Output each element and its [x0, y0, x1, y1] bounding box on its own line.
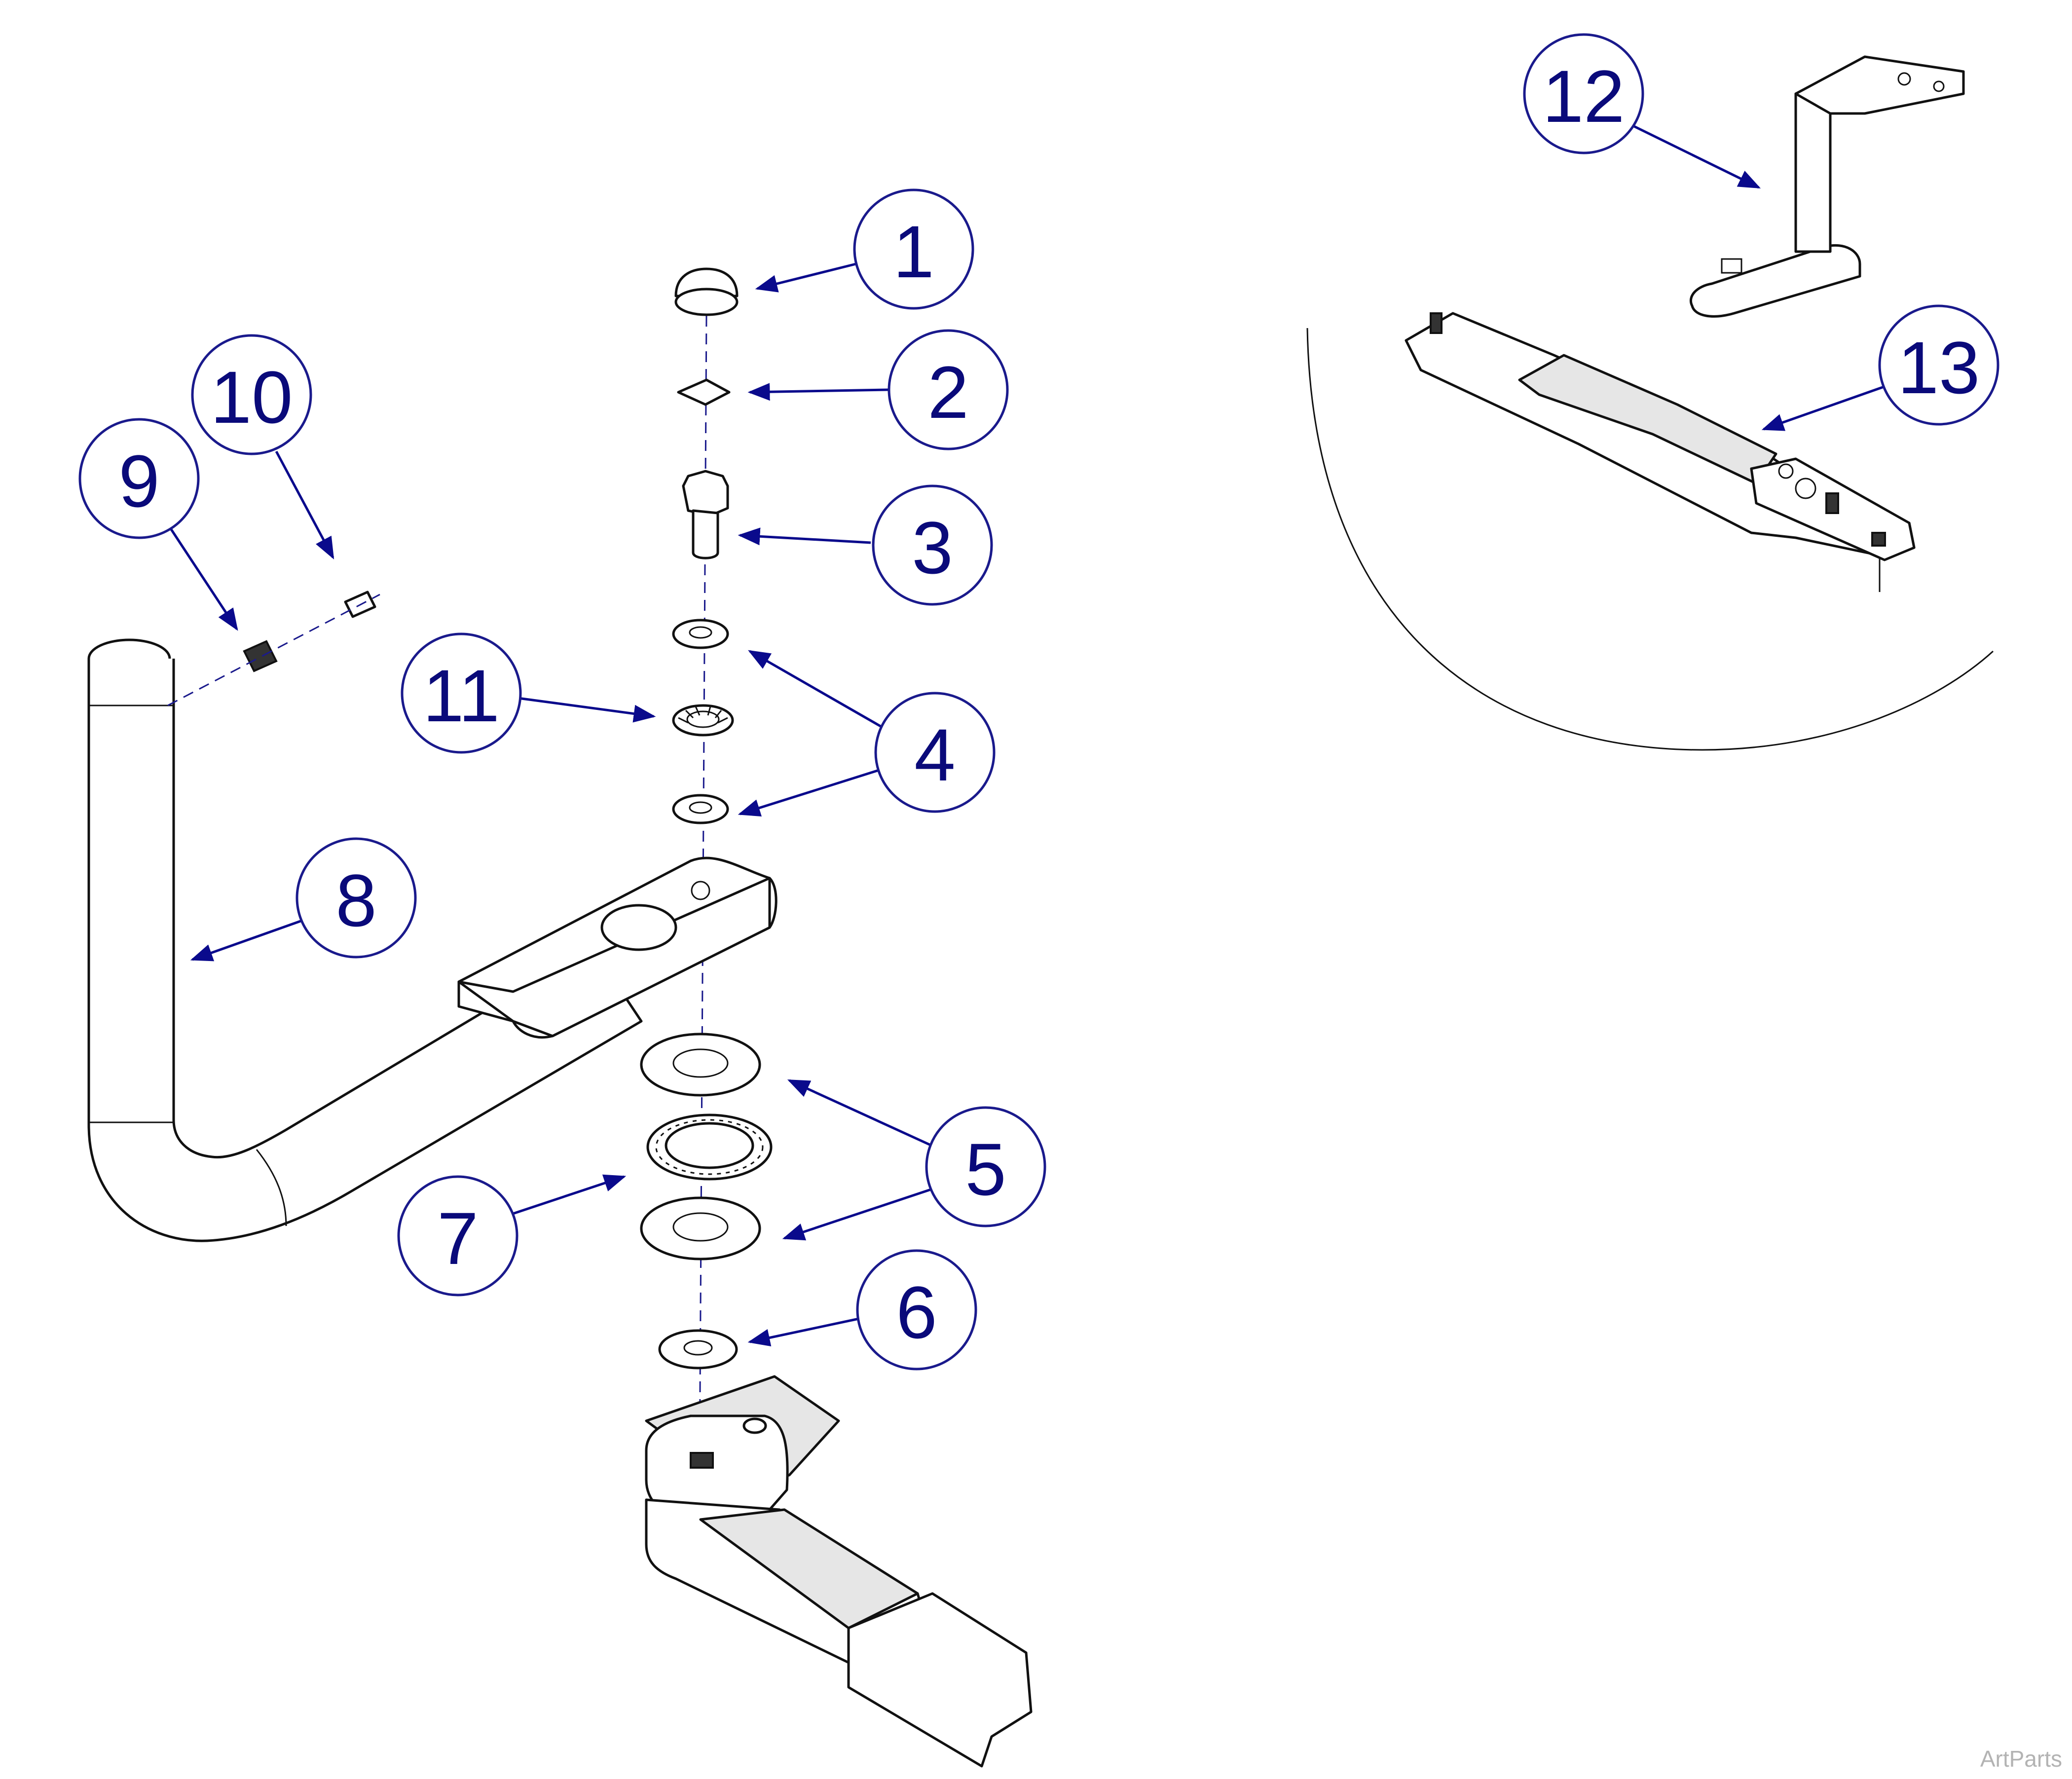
svg-text:7: 7 [437, 1197, 478, 1280]
callout-9: 9 [78, 418, 200, 539]
svg-text:13: 13 [1898, 326, 1980, 409]
star-washer-11 [672, 704, 734, 737]
svg-text:4: 4 [914, 713, 955, 796]
svg-text:10: 10 [211, 356, 293, 439]
callout-3: 3 [872, 484, 993, 606]
thrust-washer-bottom [640, 1196, 761, 1260]
callout-7: 7 [397, 1175, 518, 1297]
callouts: 1 2 3 4 5 6 7 8 9 10 11 [78, 33, 1999, 1371]
thrust-washer-top [640, 1033, 761, 1097]
lower-arm [645, 1375, 1033, 1768]
set-screw-9 [243, 640, 278, 672]
watermark: ArtParts [1980, 1746, 2062, 1772]
inset-arc [1306, 328, 1994, 751]
exploded-stack [87, 267, 1033, 1768]
svg-text:12: 12 [1543, 55, 1625, 138]
svg-text:6: 6 [896, 1271, 937, 1354]
callout-10: 10 [191, 334, 312, 455]
lower-washer [672, 794, 729, 824]
mounting-bracket [1689, 55, 1965, 318]
svg-text:9: 9 [118, 440, 159, 522]
callout-6: 6 [856, 1249, 977, 1371]
leader-lines [169, 122, 1890, 1347]
inset-detail [1306, 55, 1994, 751]
screw-axis [167, 593, 380, 706]
svg-text:2: 2 [927, 351, 968, 434]
callout-4: 4 [874, 692, 996, 813]
svg-text:8: 8 [335, 859, 376, 942]
callout-1: 1 [853, 188, 974, 310]
cap [674, 267, 739, 316]
svg-text:3: 3 [912, 506, 953, 589]
callout-13: 13 [1878, 304, 1999, 426]
bottom-washer [658, 1329, 738, 1370]
assembly-axis [699, 315, 707, 1476]
svg-text:1: 1 [893, 210, 934, 293]
callout-12: 12 [1523, 33, 1644, 154]
hex-bolt [682, 470, 729, 559]
callout-5: 5 [925, 1106, 1046, 1227]
callout-11: 11 [401, 632, 522, 754]
upper-washer [672, 619, 729, 649]
svg-text:11: 11 [423, 654, 500, 737]
thrust-bearing [646, 1113, 773, 1181]
support-arm [1405, 312, 1916, 592]
arm-tube [87, 638, 777, 1242]
small-nut [677, 378, 731, 406]
callout-8: 8 [296, 837, 417, 959]
callout-2: 2 [888, 329, 1009, 450]
svg-text:5: 5 [965, 1128, 1006, 1211]
